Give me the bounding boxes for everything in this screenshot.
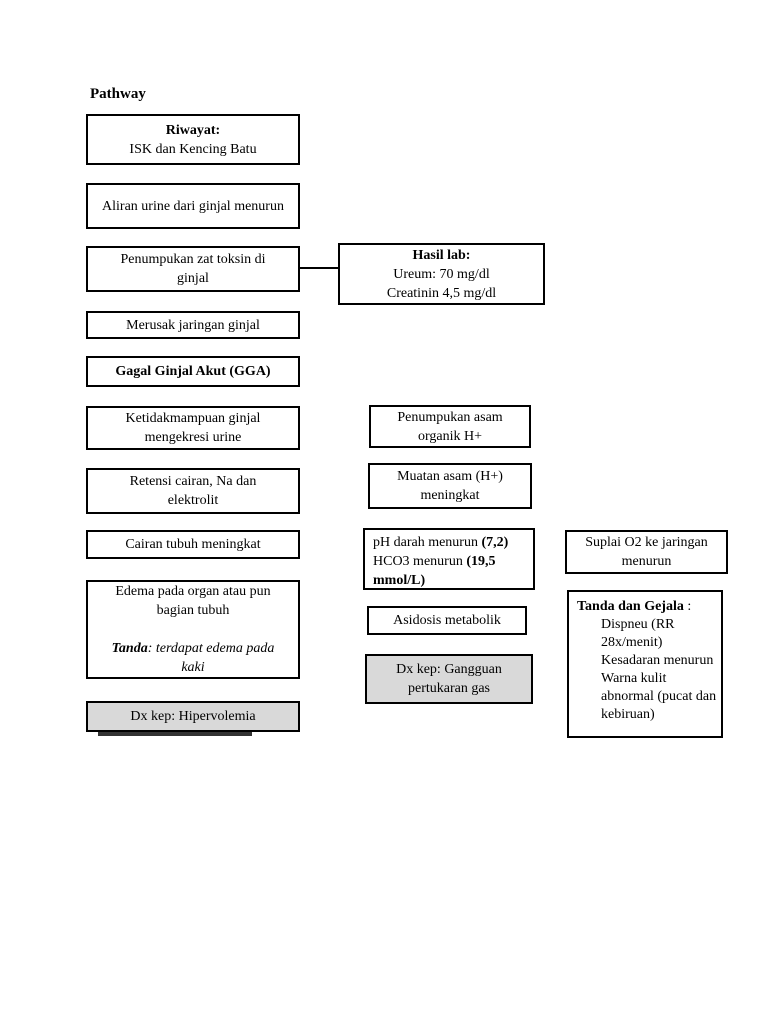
box-asidosis: Asidosis metabolik bbox=[367, 606, 527, 635]
box-hasil-lab: Hasil lab: Ureum: 70 mg/dl Creatinin 4,5… bbox=[338, 243, 545, 305]
page-title: Pathway bbox=[90, 86, 146, 102]
box-riwayat: Riwayat: ISK dan Kencing Batu bbox=[86, 114, 300, 165]
box-penumpukan-asam: Penumpukan asam organik H+ bbox=[369, 405, 531, 448]
box-suplai-o2: Suplai O2 ke jaringan menurun bbox=[565, 530, 728, 574]
tanda-gejala-heading-colon: : bbox=[683, 599, 692, 614]
retensi-text: Retensi cairan, Na dan elektrolit bbox=[129, 474, 257, 508]
ph-darah-text: pH darah menurun (7,2) HCO3 menurun (19,… bbox=[373, 533, 527, 590]
dx-gangguan-text: Dx kep: Gangguan pertukaran gas bbox=[396, 662, 502, 696]
riwayat-heading: Riwayat: bbox=[165, 122, 221, 138]
muatan-asam-text: Muatan asam (H+) meningkat bbox=[397, 469, 503, 503]
box-tanda-gejala: Tanda dan Gejala : Dispneu (RR 28x/menit… bbox=[567, 590, 723, 738]
asidosis-text: Asidosis metabolik bbox=[393, 613, 501, 628]
tanda-gejala-heading-bold: Tanda dan Gejala bbox=[577, 599, 684, 614]
suplai-o2-text: Suplai O2 ke jaringan menurun bbox=[585, 535, 708, 569]
hasil-lab-line-ureum: Ureum: 70 mg/dl bbox=[393, 266, 490, 282]
box-muatan-asam: Muatan asam (H+) meningkat bbox=[368, 463, 532, 509]
edema-tanda-rest: : terdapat edema pada kaki bbox=[147, 641, 275, 675]
hasil-lab-line-creatinin: Creatinin 4,5 mg/dl bbox=[386, 285, 497, 301]
edema-tanda-label: Tanda bbox=[111, 641, 148, 656]
box-edema: Edema pada organ atau pun bagian tubuh T… bbox=[86, 580, 300, 679]
dx-hipervolemia-text: Dx kep: Hipervolemia bbox=[130, 709, 256, 724]
gejala-item-warna-kulit: Warna kulit abnormal (pucat dan kebiruan… bbox=[601, 671, 717, 722]
merusak-jaringan-text: Merusak jaringan ginjal bbox=[126, 317, 260, 333]
penumpukan-asam-text: Penumpukan asam organik H+ bbox=[397, 409, 503, 444]
box-retensi: Retensi cairan, Na dan elektrolit bbox=[86, 468, 300, 514]
ph-line1-bold: (7,2) bbox=[481, 535, 509, 550]
connector-line-toksin-lab bbox=[299, 267, 339, 269]
box-penumpukan-toksin: Penumpukan zat toksin di ginjal bbox=[86, 246, 300, 292]
box-ph-darah: pH darah menurun (7,2) HCO3 menurun (19,… bbox=[363, 528, 535, 590]
edema-tanda: Tanda: terdapat edema pada kaki bbox=[102, 639, 284, 677]
tanda-gejala-heading: Tanda dan Gejala : bbox=[577, 598, 719, 616]
box-merusak-jaringan: Merusak jaringan ginjal bbox=[86, 311, 300, 339]
box-cairan-tubuh: Cairan tubuh meningkat bbox=[86, 530, 300, 559]
cropped-box-edge bbox=[98, 732, 252, 736]
gejala-item-dispneu: Dispneu (RR 28x/menit) bbox=[601, 617, 675, 650]
box-dx-gangguan: Dx kep: Gangguan pertukaran gas bbox=[365, 654, 533, 704]
box-gga: Gagal Ginjal Akut (GGA) bbox=[86, 356, 300, 387]
ph-line2-normal: HCO3 menurun bbox=[373, 554, 467, 569]
edema-body: Edema pada organ atau pun bagian tubuh bbox=[115, 584, 271, 618]
riwayat-body: ISK dan Kencing Batu bbox=[129, 141, 257, 157]
ph-line2-bold: (19,5 mmol/L) bbox=[373, 554, 496, 588]
hasil-lab-heading: Hasil lab: bbox=[412, 247, 471, 263]
box-dx-hipervolemia: Dx kep: Hipervolemia bbox=[86, 701, 300, 732]
gga-text: Gagal Ginjal Akut (GGA) bbox=[115, 364, 271, 379]
penumpukan-toksin-text: Penumpukan zat toksin di ginjal bbox=[120, 252, 266, 286]
cairan-tubuh-text: Cairan tubuh meningkat bbox=[125, 537, 261, 552]
ketidakmampuan-text: Ketidakmampuan ginjal mengekresi urine bbox=[125, 411, 261, 445]
box-aliran-urine: Aliran urine dari ginjal menurun bbox=[86, 183, 300, 229]
box-ketidakmampuan: Ketidakmampuan ginjal mengekresi urine bbox=[86, 406, 300, 450]
ph-line1-normal: pH darah menurun bbox=[373, 535, 482, 550]
gejala-item-kesadaran: Kesadaran menurun bbox=[601, 653, 714, 668]
aliran-urine-text: Aliran urine dari ginjal menurun bbox=[102, 198, 284, 214]
